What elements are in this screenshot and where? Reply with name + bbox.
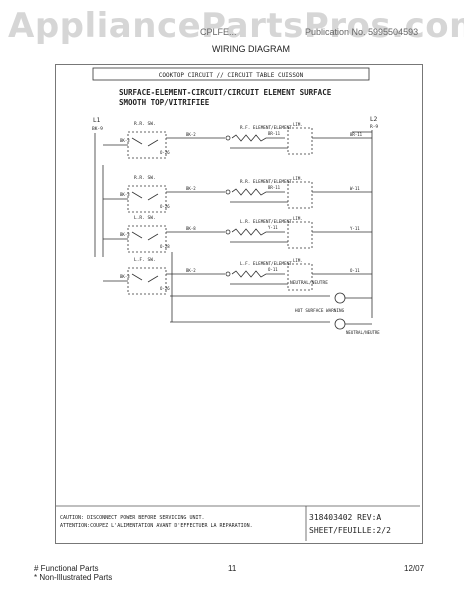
switch-wire-in: BK-3 xyxy=(120,192,130,197)
switch-wire-in: BK-3 xyxy=(120,138,130,143)
footer-date: 12/07 xyxy=(404,564,425,573)
element-wire: Y-11 xyxy=(268,225,278,230)
neutral-label-2: NEUTRAL/NEUTRE xyxy=(346,330,380,335)
switch-name: R.R. SW. xyxy=(134,121,156,127)
neutral-label: NEUTRAL/NEUTRE xyxy=(290,280,328,286)
heading-line-1: SURFACE-ELEMENT-CIRCUIT/CIRCUIT ELEMENT … xyxy=(119,88,332,97)
heating-element xyxy=(231,228,285,236)
doc-number: 318403402 REV:A xyxy=(309,513,381,522)
element-label: L.F. ELEMENT/ELEMENT xyxy=(240,261,292,267)
right-wire-label: BR-11 xyxy=(350,132,363,137)
switch-contact xyxy=(131,137,143,145)
footer-legend-nonillustrated: * Non-Illustrated Parts xyxy=(34,573,113,582)
switch-wire-out: BK-2 xyxy=(186,132,196,137)
warning-en: CAUTION: DISCONNECT POWER BEFORE SERVICI… xyxy=(60,515,205,521)
element-label: R.F. ELEMENT/ELEMENT xyxy=(240,125,292,131)
circuit-title: COOKTOP CIRCUIT // CIRCUIT TABLE CUISSON xyxy=(159,72,304,79)
l1-label: L1 xyxy=(93,117,101,124)
switch-wire-in: BK-3 xyxy=(120,274,130,279)
element-label: L.R. ELEMENT/ELEMENT xyxy=(240,219,292,225)
terminal xyxy=(225,135,231,141)
footer-page-number: 11 xyxy=(228,564,237,573)
limiter-block xyxy=(287,181,313,209)
switch-wire-out: BK-8 xyxy=(186,226,196,231)
l2-wire-label: R-9 xyxy=(370,124,378,130)
switch-contact xyxy=(131,191,143,199)
switch-name: L.R. SW. xyxy=(134,215,156,221)
switch-pin: O-26 xyxy=(160,286,170,291)
element-label: R.R. ELEMENT/ELEMENT xyxy=(240,179,292,185)
footer-legend-functional: # Functional Parts xyxy=(34,564,99,573)
switch-pin: O-28 xyxy=(160,244,170,249)
switch-pin: O-26 xyxy=(160,204,170,209)
indicator-label: HOT SURFACE WARNING xyxy=(295,308,345,314)
indicator-circuit xyxy=(170,252,372,330)
element-wire: BR-11 xyxy=(268,185,281,190)
switch-wire-in: BK-3 xyxy=(120,232,130,237)
warning-fr: ATTENTION:COUPEZ L'ALIMENTATION AVANT D'… xyxy=(60,523,253,529)
left-bus xyxy=(94,133,104,257)
terminal xyxy=(225,229,231,235)
circuit-title-box xyxy=(92,67,370,81)
heading-line-2: SMOOTH TOP/VITRIFIEE xyxy=(119,98,210,107)
l1-wire-label: BK-9 xyxy=(92,126,103,132)
page-title: WIRING DIAGRAM xyxy=(212,44,290,54)
diagram-frame xyxy=(55,64,423,544)
heating-element xyxy=(231,188,285,196)
limiter-block xyxy=(287,127,313,155)
right-wire-label: W-11 xyxy=(350,186,360,191)
switch-name: L.F. SW. xyxy=(134,257,156,263)
terminal xyxy=(225,189,231,195)
switch-contact xyxy=(147,139,159,147)
switch-contact xyxy=(147,193,159,201)
switch-name: R.R. SW. xyxy=(134,175,156,181)
terminal xyxy=(225,271,231,277)
limiter-block xyxy=(287,221,313,249)
l2-label: L2 xyxy=(370,116,378,123)
switch-wire-out: BK-2 xyxy=(186,186,196,191)
element-wire: O-11 xyxy=(268,267,278,272)
limiter-label: LIM. xyxy=(293,176,303,181)
watermark: AppliancePartsPros.com xyxy=(8,6,464,46)
heating-element xyxy=(231,270,285,278)
switch-pin: O-26 xyxy=(160,150,170,155)
publication-number: Publication No. 5995504593 xyxy=(305,27,419,37)
right-wire-label: O-11 xyxy=(350,268,360,273)
switch-contact xyxy=(147,275,159,283)
switch-contact xyxy=(147,233,159,241)
model-number: CPLFE... xyxy=(200,27,237,37)
switch-contact xyxy=(131,231,143,239)
switch-contact xyxy=(131,273,143,281)
right-wire-label: Y-11 xyxy=(350,226,360,231)
limiter-block xyxy=(287,263,313,291)
element-wire: BR-11 xyxy=(268,131,281,136)
heating-element xyxy=(231,134,285,142)
right-bus xyxy=(352,130,373,318)
sheet-number: SHEET/FEUILLE:2/2 xyxy=(309,526,391,535)
limiter-label: LIM. xyxy=(293,258,303,263)
limiter-label: LIM. xyxy=(293,122,303,127)
limiter-label: LIM. xyxy=(293,216,303,221)
switch-wire-out: BK-2 xyxy=(186,268,196,273)
